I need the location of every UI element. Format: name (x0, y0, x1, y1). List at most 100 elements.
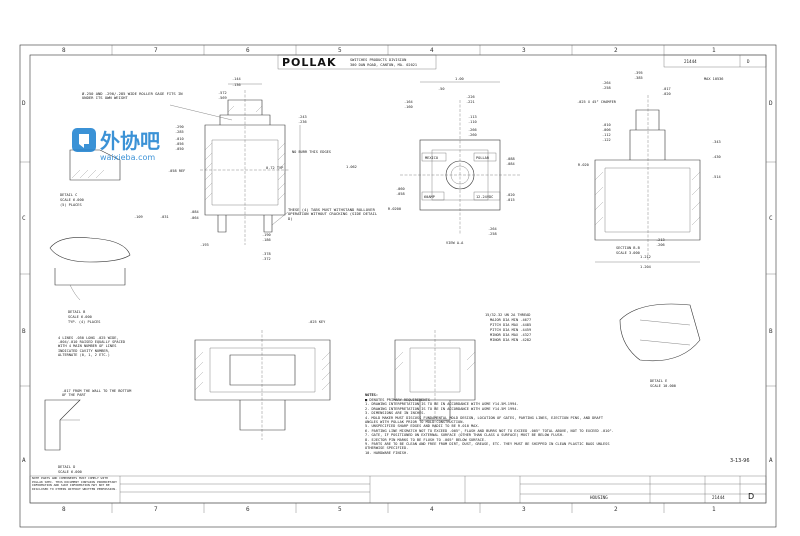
zone-label-6-bottom: 6 (246, 506, 250, 513)
dim-right-5: .020 (662, 92, 671, 96)
note-item: 6. PARTING LINE MISMATCH NOT TO EXCEED .… (365, 428, 614, 433)
dim-center-16: .264 (488, 227, 497, 231)
dim-left-22: .193 (200, 243, 209, 247)
dim-right-11: .430 (712, 155, 721, 159)
detail-e-title: DETAIL E (650, 379, 667, 383)
dim-left-2: .572 (218, 91, 227, 95)
part-title: HOUSING (590, 495, 608, 500)
note-item: 7. GATE, IF POSITIONED ON EXTERNAL SURFA… (365, 433, 565, 438)
dim-center-12: .060 (396, 187, 405, 191)
detail-d-scale: SCALE 6.000 (58, 470, 82, 474)
dim-left-5: .285 (175, 130, 184, 134)
note-item: 8. EJECTOR PIN MARKS TO BE FLUSH TO .005… (365, 437, 487, 442)
dim-right-12: .514 (712, 175, 721, 179)
zone-label-4: 4 (430, 47, 434, 54)
corner-rev: D (747, 59, 750, 64)
dim-left-3: .569 (218, 96, 227, 100)
dim-center-5: .160 (404, 105, 413, 109)
thread-pitch-max: PITCH DIA MAX .4485 (490, 323, 531, 327)
dim-center-15: .015 (506, 198, 515, 202)
dim-center-3: .221 (466, 100, 475, 104)
dim-center-18: R.0200 (388, 207, 401, 211)
dim-center-0: 1.00 (455, 77, 464, 81)
dim-center-2: .226 (466, 95, 475, 99)
dim-left-11: .236 (298, 120, 307, 124)
dim-right-13: .213 (656, 238, 665, 242)
dim-center-10: .088 (506, 157, 515, 161)
outer-border (19, 44, 777, 528)
dim-right-17: R.020 (578, 163, 589, 167)
dim-center-11: .084 (506, 162, 515, 166)
date-mark: 3-13-96 (730, 458, 750, 464)
zone-label-4-bottom: 4 (430, 506, 434, 513)
dim-left-14: .084 (190, 210, 199, 214)
note-item: 10. HARDWARE FINISH. (365, 450, 409, 455)
dim-right-10: .343 (712, 140, 721, 144)
dim-left-19: .186 (262, 238, 271, 242)
zone-label-d: D (22, 100, 26, 107)
dim-left-8: .050 (175, 147, 184, 151)
corner-number-box: 21444 D MAX 10536 (663, 54, 767, 81)
part-number: 21444 (712, 495, 725, 500)
dim-center-6: .113 (468, 115, 477, 119)
detail-b-places: TYP. (4) PLACES (68, 320, 100, 324)
watermark: 外协吧 waixieba.com (72, 128, 160, 162)
section-b-b: SECTION B-B SCALE 3.000 .025 X 45° CHAMF… (577, 71, 721, 269)
dim-right-2: .264 (602, 81, 611, 85)
dim-right-4: .017 (662, 87, 671, 91)
dim-left-17: .031 (160, 215, 169, 219)
thread-view (394, 330, 476, 430)
section-b-scale: SCALE 3.000 (616, 251, 640, 255)
note-item: 1. DRAWING INTERPRETATION IS TO BE IN AC… (365, 402, 519, 407)
watermark-url: waixieba.com (100, 153, 155, 162)
zone-label-8: 8 (62, 47, 66, 54)
zone-label-c-right: C (769, 215, 773, 222)
detail-b: DETAIL B SCALE 6.000 TYP. (4) PLACES (49, 237, 131, 324)
dim-left-1: .136 (232, 83, 241, 87)
dim-right-7: .006 (602, 128, 611, 132)
wall-note-box: .017 FROM THE WALL TO THE BOTTOM OF THE … (62, 389, 132, 398)
thread-minor-min: MINOR DIA MIN .4282 (490, 338, 531, 342)
dim-right-3: .258 (602, 86, 611, 90)
view-a-title: VIEW A-A (446, 241, 464, 245)
section-b-title: SECTION B-B (616, 246, 640, 250)
note-item: 3. DIMENSIONS ARE IN INCHES. (365, 411, 426, 416)
detail-b-scale: SCALE 6.000 (68, 315, 92, 319)
dim-center-9: .260 (468, 133, 477, 137)
dim-left-7: .056 (175, 142, 184, 146)
detail-d: 4 LINES .050 LONG .025 WIDE, .004/.010 R… (44, 336, 132, 474)
dim-center-8: .266 (468, 128, 477, 132)
dim-right-14: .206 (656, 243, 665, 247)
dim-left-18: .190 (262, 233, 271, 237)
revision-letter: D (748, 492, 754, 501)
dim-left-0: .144 (232, 77, 241, 81)
zone-label-1: 1 (712, 47, 716, 54)
company-logo: POLLAK (282, 56, 336, 69)
notes-block: NOTES: ■ DENOTES PRIMARY REQUIREMENTS1. … (365, 393, 615, 455)
chamfer-note-box: .025 X 45° CHAMFER (577, 100, 616, 104)
dim-left-20: .378 (262, 252, 271, 256)
zone-label-3-bottom: 3 (522, 506, 526, 513)
legal-note-box: NOTE PARTS AND COMPONENTS MUST COMPLY WI… (32, 477, 117, 491)
dim-right-15: 1.212 (640, 255, 651, 259)
zone-label-d-right: D (769, 100, 773, 107)
zone-label-b: B (22, 328, 26, 335)
dim-center-14: .020 (506, 193, 515, 197)
wall-note: .017 FROM THE WALL TO THE BOTTOM OF THE … (62, 389, 132, 398)
zone-label-1-bottom: 1 (712, 506, 716, 513)
detail-d-title: DETAIL D (58, 465, 75, 469)
dim-left-21: .372 (262, 257, 271, 261)
dim-center-4: .164 (404, 100, 413, 104)
dim-left-6: .010 (175, 137, 184, 141)
dim-right-16: 1.204 (640, 265, 651, 269)
zone-label-7: 7 (154, 47, 158, 54)
roller-note: Ø.250 AND .290/.285 WIDE ROLLER GAGE FIT… (82, 92, 183, 101)
zone-label-2-bottom: 2 (614, 506, 618, 513)
note-item: ■ DENOTES PRIMARY REQUIREMENTS (365, 398, 430, 402)
zone-label-8-bottom: 8 (62, 506, 66, 513)
note-item: 4. MOLD MAKER MUST DISCUSS FUNDAMENTAL M… (365, 415, 603, 425)
dim-center-13: .058 (396, 192, 405, 196)
zone-label-c: C (22, 215, 26, 222)
